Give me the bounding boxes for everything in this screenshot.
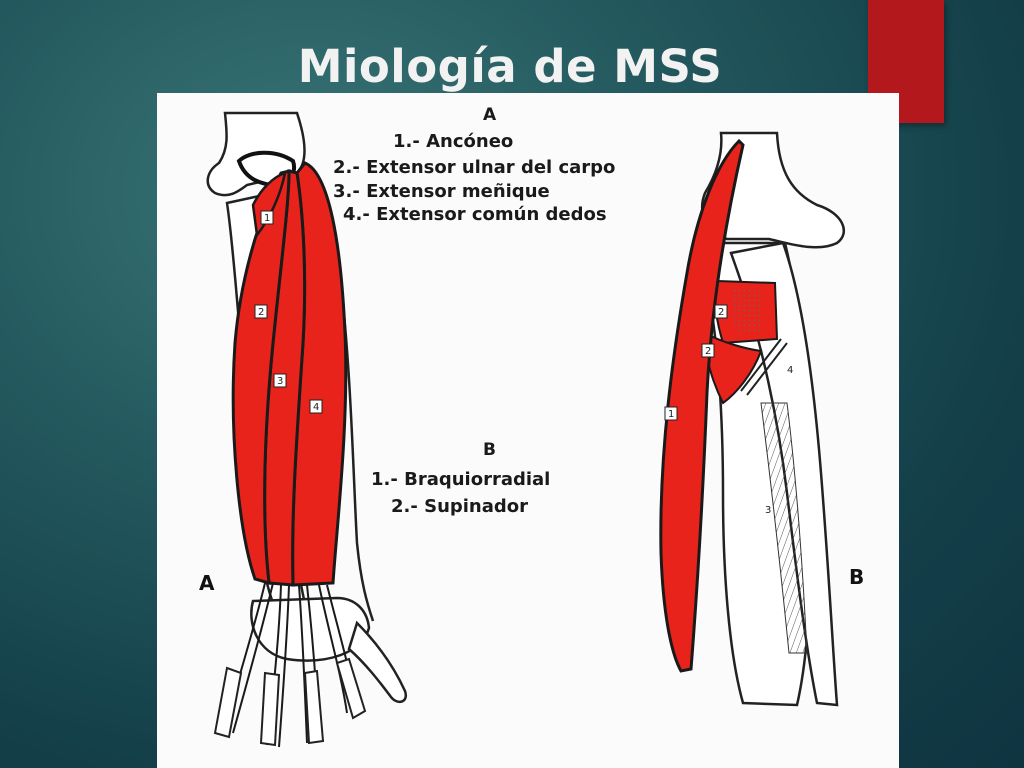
anatomy-figure: 1 2 3 4	[157, 93, 899, 768]
legend-a-heading: A	[483, 105, 497, 125]
tag-a-1: 1	[264, 213, 270, 224]
muscle-braquiorradial	[659, 138, 745, 673]
tag-a-4: 4	[313, 402, 319, 413]
legend-a-item-3: 3.- Extensor meñique	[333, 181, 550, 202]
tag-b-4: 4	[787, 365, 793, 376]
muscle-extensor-ulnar-carpo	[231, 169, 291, 586]
legend-a-item-4: 4.- Extensor común dedos	[343, 204, 607, 225]
legend-a-item-1: 1.- Ancóneo	[393, 131, 513, 152]
legend-a: A 1.- Ancóneo 2.- Extensor ulnar del car…	[333, 105, 615, 225]
tag-a-3: 3	[277, 376, 283, 387]
arm-a-illustration: 1 2 3 4	[206, 111, 408, 748]
tag-b-3: 3	[765, 505, 771, 516]
arm-b-illustration: 2 2 1 3 4	[659, 131, 846, 707]
legend-b-heading: B	[483, 440, 496, 460]
tag-b-2-top: 2	[718, 307, 724, 318]
panel-label-b: B	[849, 565, 864, 589]
legend-b: B 1.- Braquiorradial 2.- Supinador	[371, 440, 550, 517]
tag-a-2: 2	[258, 307, 264, 318]
thumb-bone	[347, 620, 408, 704]
tag-b-2-bottom: 2	[705, 346, 711, 357]
radial-nerve	[740, 338, 788, 396]
tendons-a	[222, 582, 358, 748]
finger-bones-a	[213, 657, 367, 747]
legend-a-item-2: 2.- Extensor ulnar del carpo	[333, 157, 615, 178]
interosseous-membrane	[760, 402, 808, 654]
arm-b-tags: 2 2 1 3 4	[664, 304, 793, 516]
panel-label-a: A	[199, 571, 215, 595]
forearm-illustration: 1 2 3 4	[199, 105, 864, 748]
legend-b-item-1: 1.- Braquiorradial	[371, 469, 550, 490]
tag-b-1: 1	[668, 409, 674, 420]
arm-a-tags: 1 2 3 4	[254, 210, 323, 414]
slide-title: Miología de MSS	[297, 40, 723, 93]
legend-b-item-2: 2.- Supinador	[391, 496, 528, 517]
